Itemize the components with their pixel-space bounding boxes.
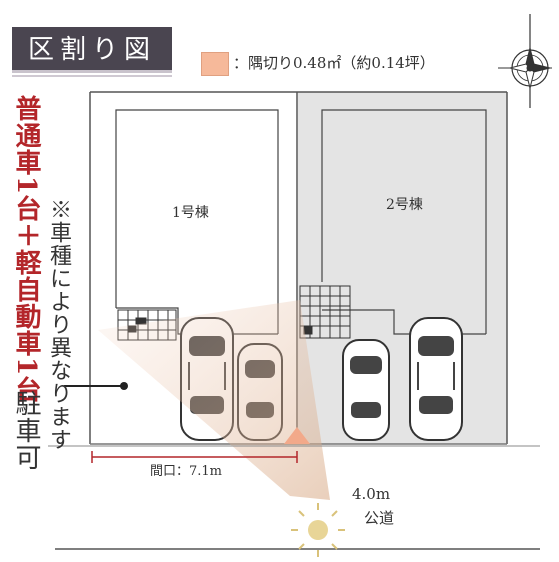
frontage-label: 間口：7.1m	[150, 464, 223, 479]
legend-text: ：隅切り0.48㎡（約0.14坪）	[233, 54, 435, 72]
compass-icon	[498, 14, 552, 108]
title-underline	[12, 75, 172, 77]
corner-cut-marker	[284, 427, 310, 444]
road-name-label: 公道	[364, 509, 395, 527]
house-2-outline	[321, 109, 487, 334]
car-icon	[409, 317, 463, 441]
unit-2-label: 2号棟	[386, 197, 423, 213]
sunlight-beam	[98, 300, 330, 500]
sun-icon	[291, 503, 345, 557]
title-box: 区割り図	[12, 27, 172, 73]
callout-dot	[120, 382, 128, 390]
lot-2-area	[298, 92, 507, 444]
parking-capacity-tail: 駐車可	[11, 390, 41, 471]
parking-capacity-note: 普通車1台＋軽自動車1台	[11, 95, 41, 404]
house-1-outline	[115, 109, 279, 334]
unit-1-label: 1号棟	[172, 205, 209, 221]
car-icon	[342, 339, 390, 441]
page-title: 区割り図	[27, 35, 156, 65]
legend-swatch	[201, 52, 229, 76]
road-width-label: 4.0m	[352, 485, 391, 503]
frontage-dimension	[91, 451, 298, 463]
vehicle-type-note: ※車種により異なります	[46, 198, 71, 451]
